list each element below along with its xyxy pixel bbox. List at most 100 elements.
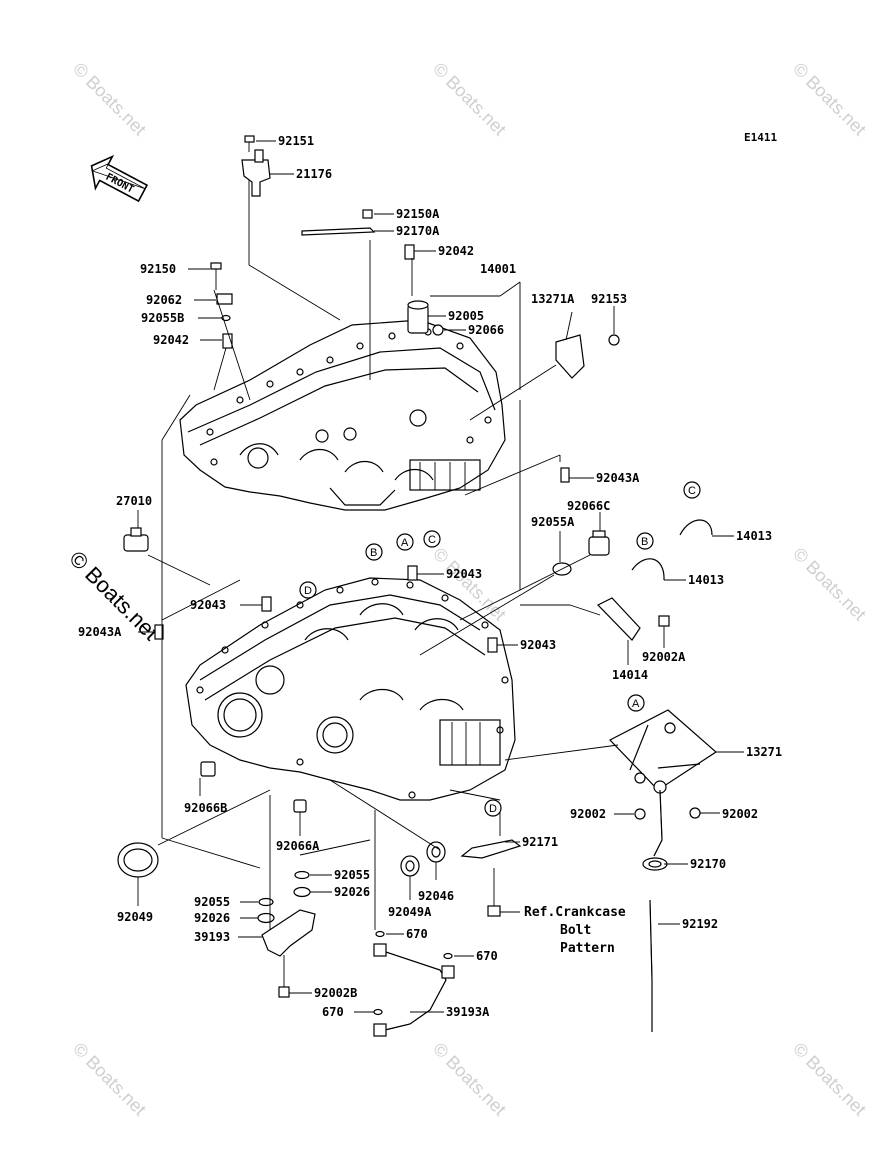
marker-circle [396,533,414,551]
watermark: © Boats.net [789,544,870,625]
part-label: 670 [322,1005,344,1019]
part-label: 92026 [194,911,230,925]
oring-92055a [552,562,572,576]
plug-92066a [293,799,307,813]
watermark: © Boats.net [429,59,510,140]
part-label: 14013 [736,529,772,543]
part-label: 21176 [296,167,332,181]
ref-text-line1: Ref.Crankcase [524,905,626,920]
bolt-92150a [362,209,373,219]
ref-text-line2: Bolt [560,923,591,938]
marker-circle [423,530,441,548]
part-label: 92046 [418,889,454,903]
part-label: 92062 [146,293,182,307]
bolt-92002a [658,615,670,640]
part-label: 39193 [194,930,230,944]
watermark: © Boats.net [69,59,150,140]
bolt-92002b [278,955,290,998]
part-label: 92170A [396,224,440,238]
pin-92042-left [222,333,233,349]
bolt-92002-right [689,807,701,819]
part-label: 92153 [591,292,627,306]
marker-circle [299,581,317,599]
marker-circle [627,694,645,712]
pin-92043a-right [560,467,570,483]
part-label: 92170 [690,857,726,871]
part-labels: 92151 21176 92150A 92170A 92042 14001 92… [78,134,782,1019]
bolt-92150 [210,262,222,290]
plug-92066c [588,530,610,556]
part-label: 92150 [140,262,176,276]
lower-crankcase [185,577,516,801]
marker-circle [636,532,654,550]
washer-92026-left [257,912,275,924]
part-label: 39193A [446,1005,490,1019]
diagram-code: E1411 [744,131,777,144]
part-label: 92043 [190,598,226,612]
pipe-39193 [261,909,316,957]
oring-670-c [373,1008,383,1016]
part-label: 92049 [117,910,153,924]
upper-crankcase [179,319,506,511]
plate-13271 [609,709,717,794]
marker-circle [683,481,701,499]
part-label: 92066B [184,801,227,815]
part-label: 92171 [522,835,558,849]
part-label: 27010 [116,494,152,508]
part-label: 92066A [276,839,320,853]
marker-c-label: C [428,534,436,546]
ref-text-line3: Pattern [560,941,615,956]
oring-92055-left [258,897,274,907]
watermark: © Boats.net [429,1039,510,1120]
bracket-13271a [555,334,585,379]
marker-a-label: A [401,537,409,549]
part-label: 92043A [596,471,640,485]
part-label: 92043A [78,625,122,639]
part-label: 92150A [396,207,440,221]
bearing-92046 [426,841,446,863]
part-label: 92151 [278,134,314,148]
part-label: 92055A [531,515,575,529]
part-label: 92002 [570,807,606,821]
marker-d-label: D [304,585,312,597]
bearing-14013-b [631,558,665,581]
marker-a-label: A [632,698,640,710]
part-label: 670 [476,949,498,963]
part-label: 14013 [688,573,724,587]
watermarks: © Boats.net © Boats.net © Boats.net © Bo… [64,59,870,1120]
marker-circle [484,799,502,817]
collar-92062 [216,293,233,305]
part-label: 92066C [567,499,610,513]
plug-92066b [200,761,216,777]
crankcase-bolt [487,868,501,917]
pin-92043-c [487,637,498,653]
part-label: 92049A [388,905,432,919]
clamp-92170a [301,227,376,236]
part-label: 92042 [153,333,189,347]
oring-92055-mid [294,870,310,880]
oring-670-b [443,952,453,960]
part-label: 92042 [438,244,474,258]
front-arrow-icon: FRONT [90,154,149,203]
oring-670-a [375,930,385,938]
washer-92026-mid [293,886,311,898]
part-label: 92192 [682,917,718,931]
part-label: 92066 [468,323,504,337]
part-label: 14014 [612,668,648,682]
part-label: 92002A [642,650,686,664]
marker-b-label: B [370,547,377,559]
pin-92042 [404,244,415,260]
part-label: 670 [406,927,428,941]
watermark: © Boats.net [69,1039,150,1120]
part-label: 92002B [314,986,357,1000]
marker-d-label: D [489,803,497,815]
part-label: 13271 [746,745,782,759]
marker-c-label: C [688,485,696,497]
bolt-92002-left [634,808,646,820]
watermark: © Boats.net [789,59,870,140]
part-label: 92026 [334,885,370,899]
part-label: 92005 [448,309,484,323]
part-label: 92043 [520,638,556,652]
sensor-21176 [241,135,271,197]
